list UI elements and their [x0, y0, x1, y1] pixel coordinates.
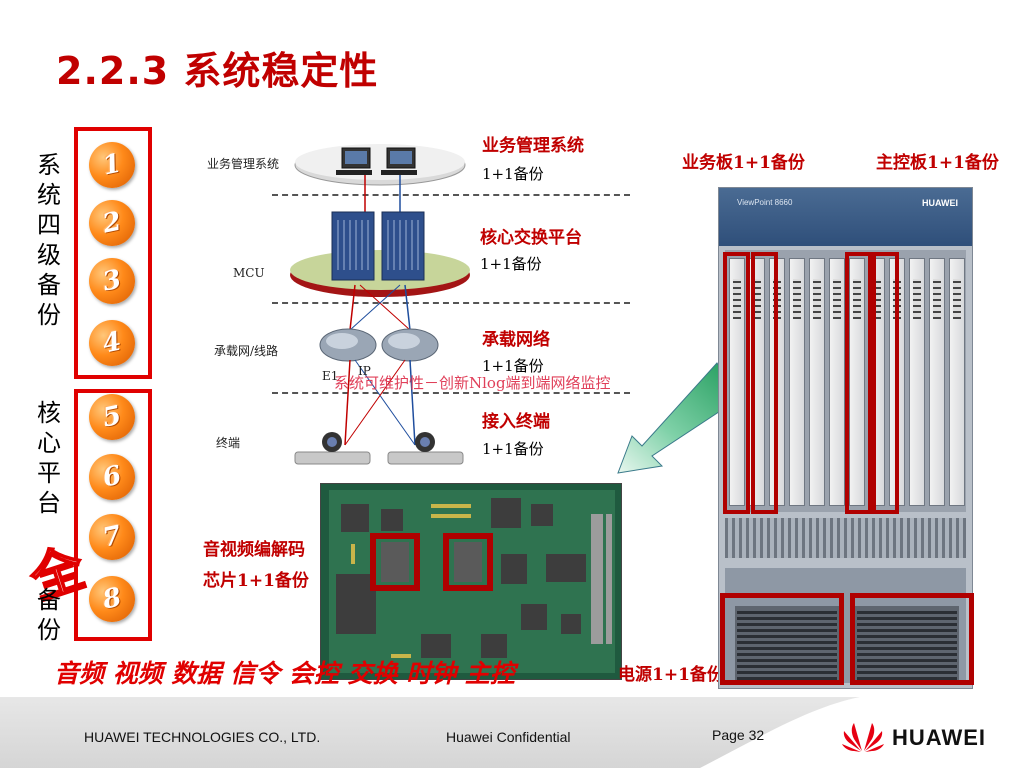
circuit-board-photo	[320, 483, 622, 680]
chassis-slot-card	[909, 258, 925, 506]
slot-indicator	[753, 279, 761, 319]
item-sub-network: 1+1备份	[482, 357, 544, 375]
layer-divider	[272, 392, 630, 394]
item-sub-business: 1+1备份	[482, 165, 544, 183]
footer-confidential: Huawei Confidential	[446, 729, 571, 745]
slot-indicator	[853, 279, 861, 319]
footer-company: HUAWEI TECHNOLOGIES CO., LTD.	[84, 729, 321, 745]
slide-title: 2.2.3 系统稳定性	[56, 49, 379, 93]
e1-label: E1	[322, 369, 339, 383]
layer-divider	[272, 302, 630, 304]
slide-footer: HUAWEI TECHNOLOGIES CO., LTD. Huawei Con…	[0, 697, 1024, 768]
power-module-left	[735, 606, 839, 682]
footer-swoosh-graphic	[700, 697, 1024, 768]
slot-indicator	[733, 279, 741, 319]
layer-label-mcu: MCU	[233, 266, 265, 280]
slot-indicator	[953, 279, 961, 319]
fan-strip	[725, 518, 966, 558]
item-sub-core-switch: 1+1备份	[480, 255, 542, 273]
chassis-slot-card	[729, 258, 745, 506]
codec-chip-label-line2: 芯片1+1备份	[203, 571, 309, 591]
four-level-backup-label: 系 统 四 级 备 份	[37, 151, 61, 329]
slot-indicator	[933, 279, 941, 319]
slot-indicator	[793, 279, 801, 319]
power-highlight-1	[720, 593, 844, 685]
network-diagram-graphic	[290, 144, 470, 465]
layer-divider	[272, 194, 630, 196]
chassis-slot-card	[949, 258, 965, 506]
chassis-slot-card	[789, 258, 805, 506]
full-backup-label: 备 份	[37, 586, 61, 644]
main-board-highlight-2	[872, 252, 899, 514]
main-board-label: 主控板1+1备份	[876, 153, 999, 173]
huawei-logo-icon	[842, 723, 884, 752]
slot-indicator	[873, 279, 881, 319]
chassis-model-text: ViewPoint 8660	[737, 198, 793, 207]
layer-label-business: 业务管理系统	[207, 157, 280, 171]
feature-list-text: 音频 视频 数据 信令 会控 交换 时钟 主控	[54, 659, 515, 688]
service-board-label: 业务板1+1备份	[682, 153, 805, 173]
footer-page-number: Page 32	[712, 727, 765, 743]
item-title-network: 承载网络	[482, 330, 550, 350]
main-board-highlight-1	[845, 252, 872, 514]
maintainability-overlay-text: 系统可维护性－创新Nlog端到端网络监控	[334, 374, 611, 392]
codec-chip-label-line1: 音视频编解码	[203, 540, 305, 560]
slot-indicator	[913, 279, 921, 319]
four-level-backup-box	[74, 127, 152, 379]
chassis-brand-text: HUAWEI	[922, 198, 958, 208]
chassis-slot-card	[829, 258, 845, 506]
chassis-slot-card	[849, 258, 865, 506]
chassis-slot-card	[929, 258, 945, 506]
power-label: 电源1+1备份	[618, 665, 724, 685]
service-board-highlight-2	[751, 252, 778, 514]
layer-label-network: 承载网/线路	[214, 344, 279, 358]
core-platform-box	[74, 389, 152, 641]
power-highlight-2	[850, 593, 974, 685]
item-title-core-switch: 核心交换平台	[480, 228, 582, 248]
core-platform-label: 核 心 平 台	[37, 399, 61, 517]
item-title-business: 业务管理系统	[482, 136, 584, 156]
slot-indicator	[833, 279, 841, 319]
chassis-top-panel: ViewPoint 8660 HUAWEI	[719, 188, 972, 246]
chassis-slot-card	[809, 258, 825, 506]
item-title-terminal: 接入终端	[482, 412, 550, 432]
service-board-highlight-1	[723, 252, 750, 514]
item-sub-terminal: 1+1备份	[482, 440, 544, 458]
slot-indicator	[813, 279, 821, 319]
ip-label: IP	[358, 364, 371, 378]
footer-logo-text: HUAWEI	[892, 725, 986, 750]
layer-label-terminal: 终端	[216, 436, 241, 450]
